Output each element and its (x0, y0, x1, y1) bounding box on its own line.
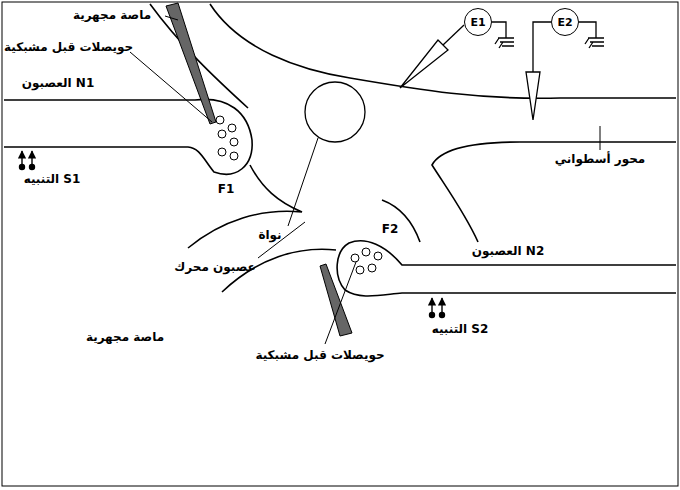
motor-neuron-outline (150, 4, 676, 292)
pipette-label: ماصة مجهرية (73, 8, 151, 22)
terminal-label: F2 (382, 222, 399, 236)
terminal-label: F1 (218, 182, 235, 196)
n2-axon-terminal (337, 241, 676, 296)
axon-label: محور أسطواني (555, 152, 646, 166)
vesicles-f2 (351, 248, 382, 274)
n1-axon-terminal (4, 99, 252, 174)
micropipette (166, 3, 216, 124)
motor-neuron-label: عصبون محرك (174, 260, 255, 274)
nucleus-label: نواة (258, 228, 281, 242)
recording-electrode-e1 (400, 22, 514, 88)
stimulus-label: التنبيه S1 (24, 172, 81, 186)
nucleus (305, 82, 365, 142)
stimulation-electrodes (20, 151, 445, 318)
stimulus-label: التنبيه S2 (432, 322, 489, 336)
neuron-label: العصبون N1 (22, 76, 94, 90)
electrode-name: E2 (557, 16, 572, 29)
micropipette (320, 264, 352, 336)
pipette-label: ماصة مجهرية (86, 330, 164, 344)
recording-electrode-e2 (526, 22, 604, 120)
leader-lines (130, 16, 600, 344)
vesicle-label: حويصلات قبل مشبكية (255, 348, 384, 362)
electrode-name: E1 (470, 16, 485, 29)
vesicles-f1 (216, 116, 238, 160)
electrode-meter: E1 (464, 8, 492, 36)
electrode-meter: E2 (551, 8, 579, 36)
neuron-label: العصبون N2 (472, 244, 544, 258)
vesicle-label: حويصلات قبل مشبكية (4, 40, 133, 54)
